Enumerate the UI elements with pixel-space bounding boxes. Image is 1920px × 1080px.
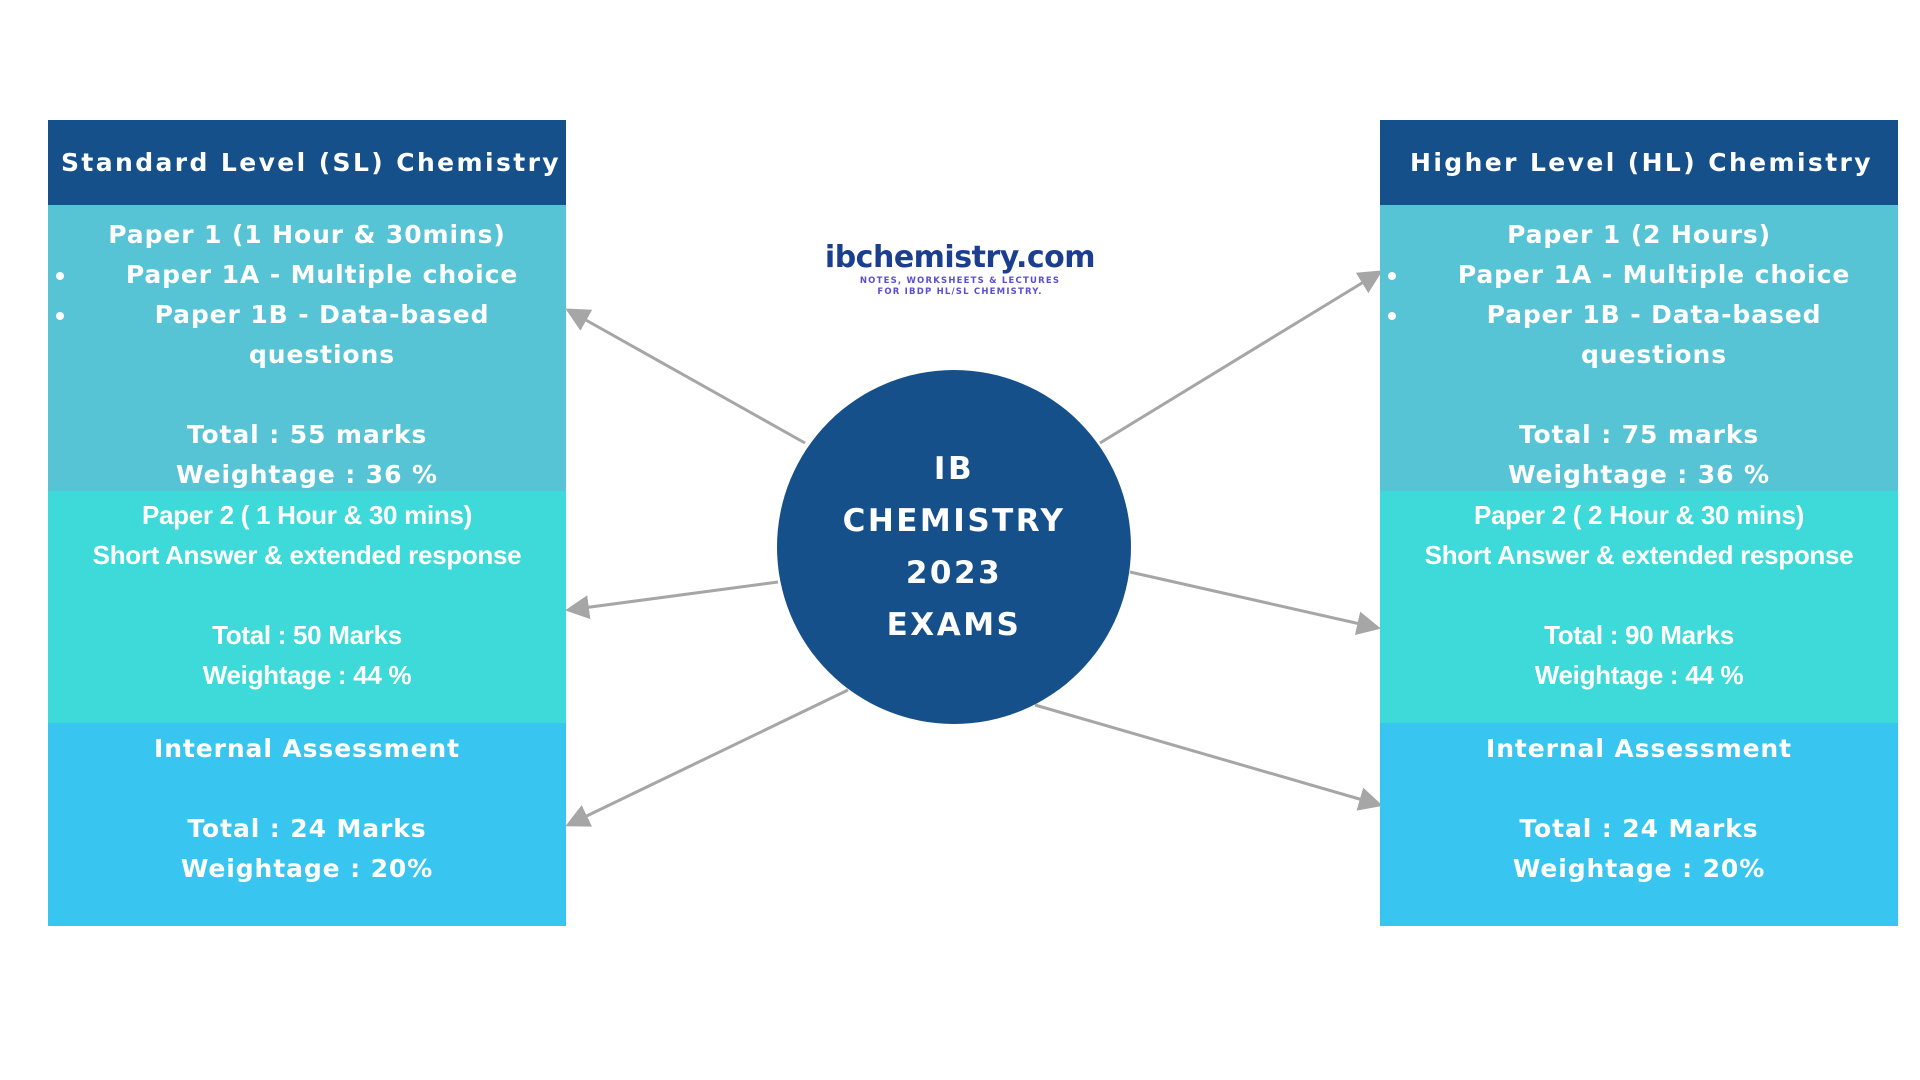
- hl-ia-total: Total : 24 Marks: [1519, 814, 1759, 843]
- logo-tagline-2: FOR IBDP HL/SL CHEMISTRY.: [877, 287, 1043, 297]
- hl-ia-heading: Internal Assessment: [1486, 734, 1792, 763]
- center-circle: IB CHEMISTRY 2023 EXAMS: [777, 370, 1131, 724]
- hl-paper1-heading: Paper 1 (2 Hours): [1507, 220, 1771, 249]
- sl-ia-weightage: Weightage : 20%: [180, 854, 434, 883]
- hl-paper2-weightage: Weightage : 44 %: [1534, 660, 1744, 690]
- sl-paper2-subheading: Short Answer & extended response: [92, 540, 522, 570]
- ibchemistry-logo: ibchemistry.com NOTES, WORKSHEETS & LECT…: [810, 240, 1110, 298]
- arrow-to-sl-ia: [565, 688, 849, 827]
- sl-paper1-bullets: Paper 1A - Multiple choice Paper 1B - Da…: [48, 255, 566, 375]
- hl-paper1-total: Total : 75 marks: [1518, 420, 1760, 449]
- hl-paper2-heading: Paper 2 ( 2 Hour & 30 mins): [1473, 500, 1804, 530]
- sl-paper1-bullet-2: Paper 1B - Data-based questions: [78, 295, 566, 375]
- sl-paper1-bullet-1: Paper 1A - Multiple choice: [78, 255, 566, 295]
- hl-ia-box: Internal Assessment Total : 24 Marks Wei…: [1380, 723, 1898, 926]
- hl-paper2-subheading: Short Answer & extended response: [1424, 540, 1854, 570]
- hl-paper1-bullets: Paper 1A - Multiple choice Paper 1B - Da…: [1380, 255, 1898, 375]
- hl-paper1-weightage: Weightage : 36 %: [1508, 460, 1770, 489]
- sl-ia-box: Internal Assessment Total : 24 Marks Wei…: [48, 723, 566, 926]
- sl-paper2-weightage: Weightage : 44 %: [202, 660, 412, 690]
- sl-paper1-total: Total : 55 marks: [186, 420, 428, 449]
- center-line-2: CHEMISTRY: [842, 503, 1066, 539]
- logo-name: ibchemistry.com: [824, 240, 1096, 275]
- sl-paper2-heading: Paper 2 ( 1 Hour & 30 mins): [141, 500, 472, 530]
- sl-header: Standard Level (SL) Chemistry: [48, 120, 566, 205]
- sl-paper2-total: Total : 50 Marks: [212, 620, 402, 650]
- center-line-3: 2023: [905, 555, 1003, 591]
- arrow-to-sl-paper2: [565, 580, 779, 620]
- sl-paper1-weightage: Weightage : 36 %: [176, 460, 438, 489]
- arrow-to-hl-paper1: [1099, 270, 1383, 445]
- hl-paper1-box: Paper 1 (2 Hours) Paper 1A - Multiple ch…: [1380, 205, 1898, 491]
- sl-paper1-heading: Paper 1 (1 Hour & 30mins): [108, 220, 506, 249]
- sl-paper2-box: Paper 2 ( 1 Hour & 30 mins) Short Answer…: [48, 491, 566, 723]
- hl-paper2-box: Paper 2 ( 2 Hour & 30 mins) Short Answer…: [1380, 491, 1898, 723]
- center-line-4: EXAMS: [886, 607, 1022, 643]
- arrow-to-hl-paper2: [1129, 570, 1381, 636]
- hl-paper1-bullet-2: Paper 1B - Data-based questions: [1410, 295, 1898, 375]
- sl-column: Standard Level (SL) Chemistry Paper 1 (1…: [48, 120, 566, 926]
- sl-ia-heading: Internal Assessment: [154, 734, 460, 763]
- hl-ia-weightage: Weightage : 20%: [1512, 854, 1766, 883]
- arrow-to-sl-paper1: [565, 308, 806, 445]
- hl-paper1-bullet-1: Paper 1A - Multiple choice: [1410, 255, 1898, 295]
- center-line-1: IB: [933, 451, 975, 487]
- sl-paper1-box: Paper 1 (1 Hour & 30mins) Paper 1A - Mul…: [48, 205, 566, 491]
- logo-tagline-1: NOTES, WORKSHEETS & LECTURES: [859, 276, 1061, 286]
- hl-paper2-total: Total : 90 Marks: [1544, 620, 1734, 650]
- hl-column: Higher Level (HL) Chemistry Paper 1 (2 H…: [1380, 120, 1898, 926]
- hl-header: Higher Level (HL) Chemistry: [1380, 120, 1898, 205]
- arrow-to-hl-ia: [1034, 703, 1383, 811]
- sl-ia-total: Total : 24 Marks: [187, 814, 427, 843]
